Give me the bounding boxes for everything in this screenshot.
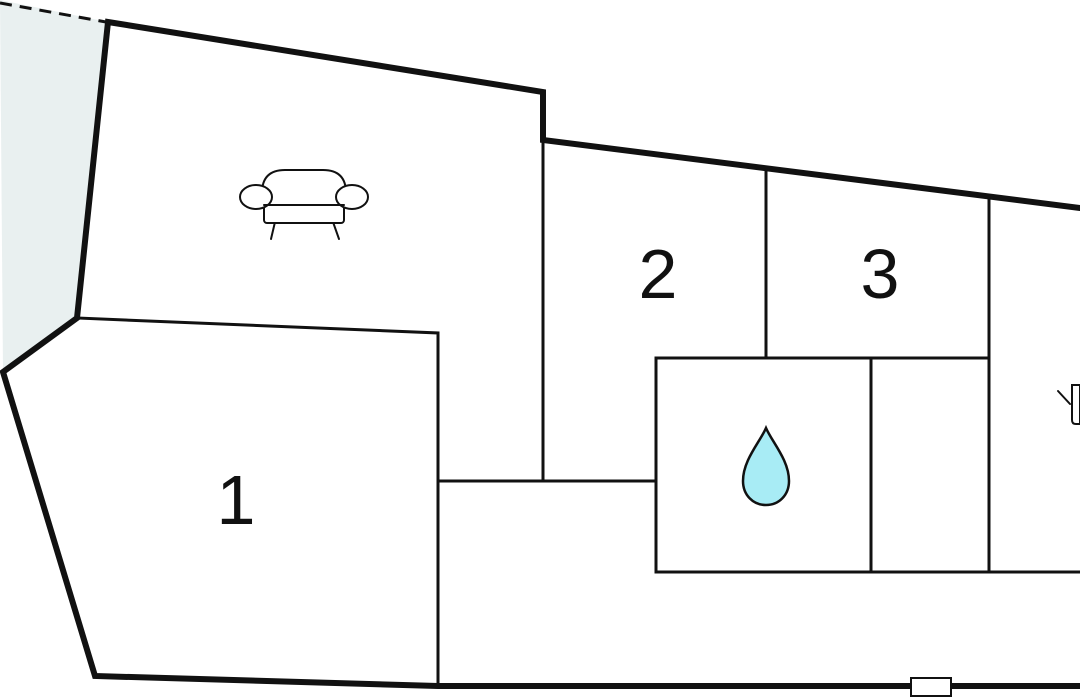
interior-walls bbox=[75, 138, 1080, 688]
wall-bedroom-1 bbox=[75, 316, 440, 688]
water-drop-icon bbox=[741, 424, 791, 507]
kettle-icon bbox=[1057, 384, 1080, 425]
room-label-2: 2 bbox=[639, 235, 678, 313]
exterior-wall bbox=[0, 18, 1080, 689]
room-label-1: 1 bbox=[217, 461, 256, 539]
window bbox=[910, 677, 952, 697]
terrace-boundary bbox=[0, 1, 107, 24]
sofa-icon bbox=[239, 169, 369, 240]
wall-bathroom bbox=[654, 356, 991, 574]
room-label-3: 3 bbox=[861, 235, 900, 313]
